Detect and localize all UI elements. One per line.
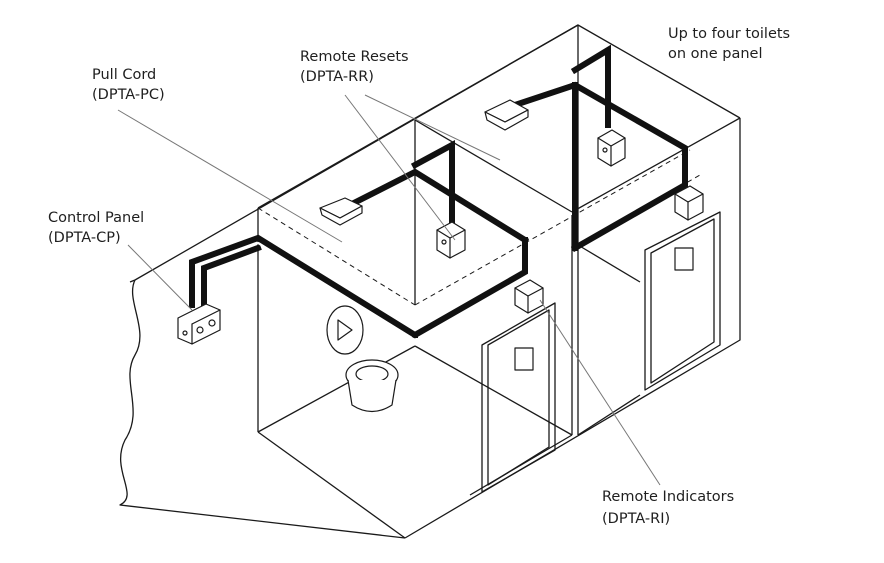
accessible-door xyxy=(481,302,556,493)
remote-indicators-code: (DPTA-RI) xyxy=(602,511,670,527)
leader-lines xyxy=(117,94,661,486)
remote-indicator-icon xyxy=(514,279,544,314)
ceiling-pull-cord-icon xyxy=(319,197,363,226)
pull-cord-label: Pull Cord xyxy=(92,67,156,83)
ceiling-pull-cord-icon xyxy=(484,99,529,131)
remote-indicator-icon xyxy=(674,185,704,221)
control-panel-icon xyxy=(177,303,221,345)
four-toilets-line1: Up to four toilets xyxy=(668,26,790,42)
remote-resets-code: (DPTA-RR) xyxy=(300,69,374,85)
remote-resets-label: Remote Resets xyxy=(300,49,409,65)
control-panel-label: Control Panel xyxy=(48,210,144,226)
control-panel-code: (DPTA-CP) xyxy=(48,230,121,246)
building-outline xyxy=(119,24,741,539)
pull-cord-code: (DPTA-PC) xyxy=(92,87,165,103)
accessible-sign-icon xyxy=(514,347,534,371)
toilet-icon xyxy=(326,305,399,413)
four-toilets-line2: on one panel xyxy=(668,46,763,62)
accessible-sign-icon xyxy=(674,247,694,271)
remote-reset-icon xyxy=(436,221,466,259)
accessible-door xyxy=(644,211,721,391)
remote-reset-icon xyxy=(597,129,626,167)
wiring-cables xyxy=(189,44,688,342)
remote-indicators-label: Remote Indicators xyxy=(602,489,734,505)
